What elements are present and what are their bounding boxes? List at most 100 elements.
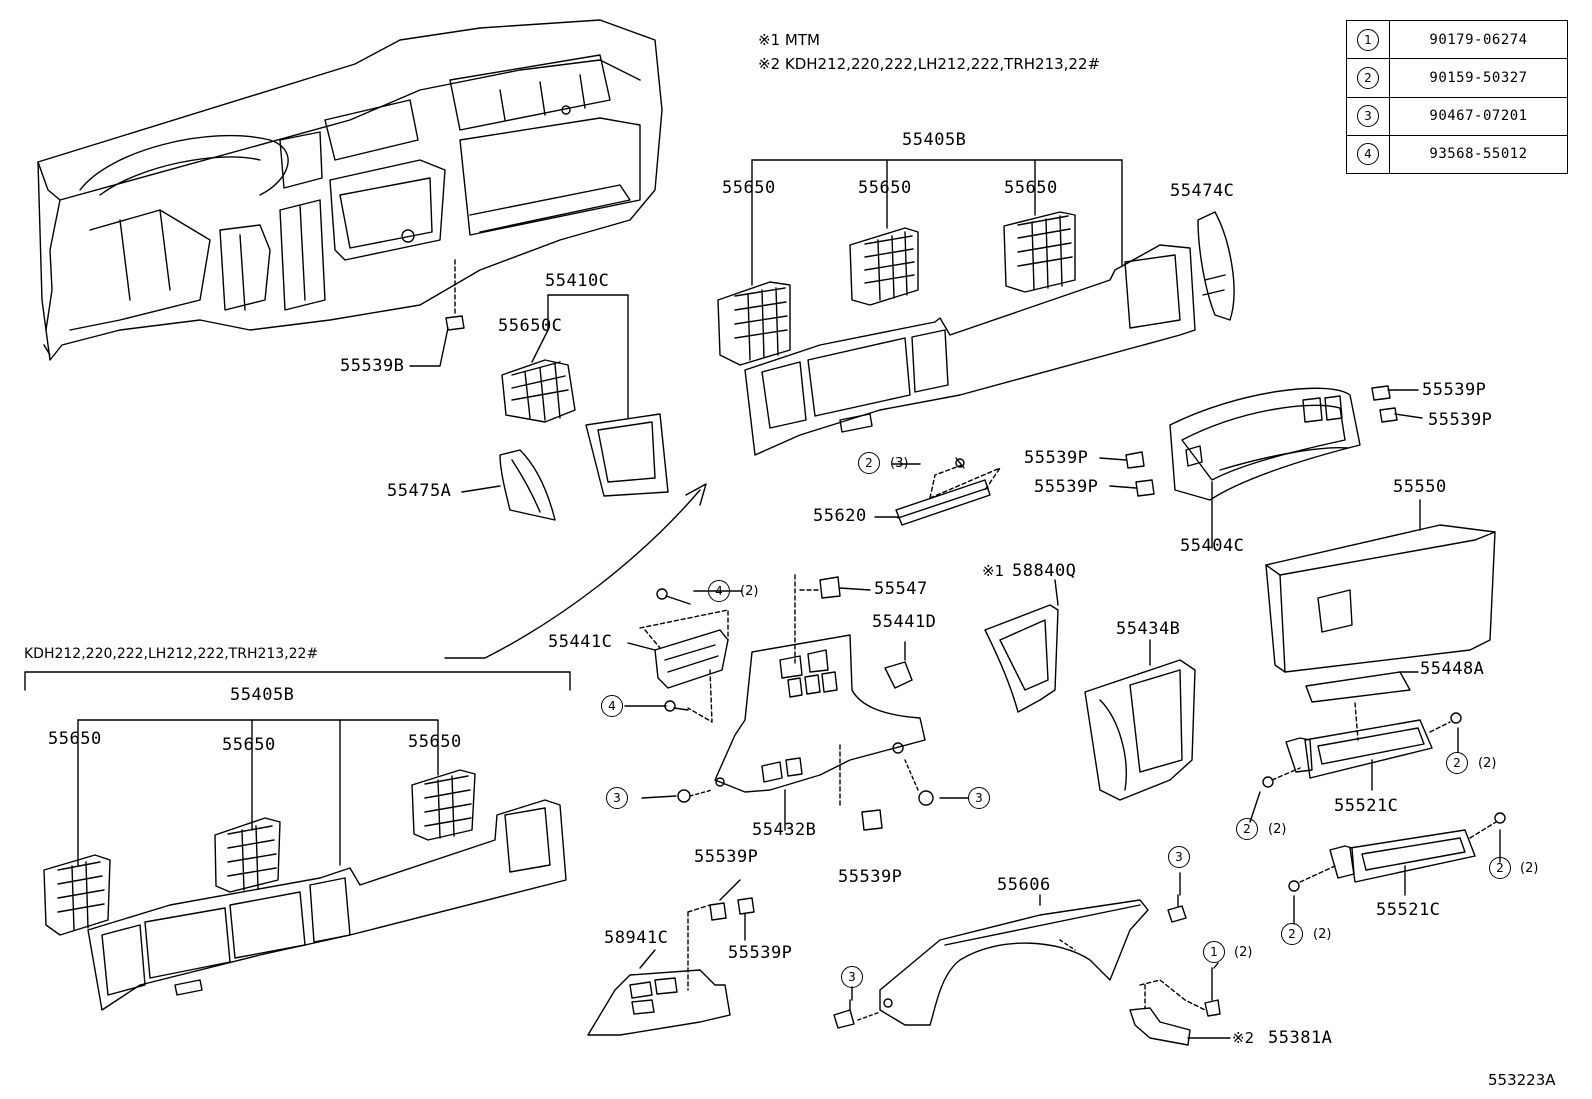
leader-55475A [461,485,501,493]
part-label-55441D[interactable]: 55441D [872,612,937,632]
part-label-55650[interactable]: 55650 [222,735,276,755]
55434B-drawing [1084,639,1196,801]
part-label-55474C[interactable]: 55474C [1170,181,1235,201]
55606-drawing [879,894,1149,1026]
fastener-callout[interactable]: 2 [858,452,880,474]
callout-quantity: (2) [1234,945,1253,960]
part-label-55521C[interactable]: 55521C [1376,900,1441,920]
part-label-55650C[interactable]: 55650C [498,316,563,336]
55547-drawing [794,574,871,666]
part-label-55405B-lower[interactable]: 55405B [230,685,295,705]
part-label-55539P[interactable]: 55539P [728,943,793,963]
part-label-55405B-upper[interactable]: 55405B [902,130,967,150]
legend-row: 2 90159-50327 [1346,58,1568,98]
callout-quantity: (2) [1313,927,1332,942]
part-label-55539P[interactable]: 55539P [1024,448,1089,468]
direction-arrow [444,489,701,659]
part-label-55539P[interactable]: 55539P [1034,477,1099,497]
leader-55539B [409,327,449,367]
part-label-55650[interactable]: 55650 [1004,178,1058,198]
fastener-callout[interactable]: 2 [1236,818,1258,840]
legend-part-number[interactable]: 93568-55012 [1389,134,1568,175]
callout-quantity: (2) [1478,756,1497,771]
note-models: ※2 KDH212,220,222,LH212,222,TRH213,22# [758,55,1101,73]
part-label-55539P[interactable]: 55539P [838,867,903,887]
callout-quantity: (2) [1520,861,1539,876]
fastener-callout[interactable]: 2 [1281,923,1303,945]
55474C-drawing [1197,211,1235,321]
part-label-55410C[interactable]: 55410C [545,271,610,291]
fastener-legend-table: 1 90179-06274 2 90159-50327 3 90467-0720… [1346,19,1568,175]
part-label-55650[interactable]: 55650 [722,178,776,198]
part-label-55539P[interactable]: 55539P [1422,380,1487,400]
legend-row: 3 90467-07201 [1346,96,1568,136]
55448A-drawing [1305,671,1419,703]
direction-arrow-head [685,483,707,506]
55405B-lower-drawing [24,671,571,1011]
part-label-55550[interactable]: 55550 [1393,477,1447,497]
part-label-55448A[interactable]: 55448A [1420,659,1485,679]
part-label-58840Q[interactable]: 58840Q [1012,561,1077,581]
legend-row: 4 93568-55012 [1346,134,1568,175]
callout-quantity: (3) [890,456,909,471]
fastener-callout[interactable]: 1 [1203,941,1225,963]
part-label-55650[interactable]: 55650 [48,729,102,749]
note-mtm: ※1 MTM [758,31,820,49]
fastener-callout[interactable]: 2 [1446,752,1468,774]
legend-mark: 3 [1357,105,1379,128]
55521C-upper-drawing [1262,702,1462,791]
fastener-callout[interactable]: 3 [606,787,628,809]
callout-quantity: (2) [1268,822,1287,837]
part-label-55432B[interactable]: 55432B [752,820,817,840]
figure-code: 553223A [1488,1071,1556,1089]
55404C-drawing [1169,387,1361,541]
part-label-55606[interactable]: 55606 [997,875,1051,895]
screw-55606-drawing [833,894,1187,1029]
part-label-55539B[interactable]: 55539B [340,356,405,376]
fastener-callout[interactable]: 3 [1168,846,1190,868]
55441C-drawing [639,588,729,723]
legend-mark: 1 [1357,28,1379,51]
part-label-55620[interactable]: 55620 [813,506,867,526]
part-label-55539P[interactable]: 55539P [1428,410,1493,430]
55550-drawing [1265,499,1496,673]
legend-part-number[interactable]: 90159-50327 [1389,58,1568,98]
legend-part-number[interactable]: 90467-07201 [1389,96,1568,136]
fastener-callout[interactable]: 4 [601,695,623,717]
legend-part-number[interactable]: 90179-06274 [1389,19,1568,60]
instrument-panel-drawing [37,19,663,361]
part-label-58941C[interactable]: 58941C [604,928,669,948]
55405B-upper-drawing [717,159,1196,456]
part-label-55475A[interactable]: 55475A [387,481,452,501]
callout-quantity: (2) [740,584,759,599]
part-note-mark: ※2 [1232,1029,1255,1047]
58840Q-drawing [984,579,1059,713]
note-lower-models: KDH212,220,222,LH212,222,TRH213,22# [24,646,319,662]
58941C-drawing [587,879,755,1036]
55410C-drawing [499,294,669,521]
legend-mark: 4 [1357,143,1379,166]
fastener-callout[interactable]: 3 [968,787,990,809]
clips-55539P-right [1099,385,1423,497]
55620-drawing [895,457,1001,526]
fastener-callout[interactable]: 2 [1489,857,1511,879]
part-label-55434B[interactable]: 55434B [1116,619,1181,639]
fastener-callout[interactable]: 4 [708,580,730,602]
part-label-55539P[interactable]: 55539P [694,847,759,867]
55441D-drawing [884,641,913,689]
legend-mark: 2 [1357,66,1379,89]
part-label-55381A[interactable]: 55381A [1268,1028,1333,1048]
legend-row: 1 90179-06274 [1346,19,1568,60]
part-label-55650[interactable]: 55650 [858,178,912,198]
part-label-55404C[interactable]: 55404C [1180,536,1245,556]
part-label-55650[interactable]: 55650 [408,732,462,752]
part-label-55441C[interactable]: 55441C [548,632,613,652]
55432B-drawing [714,634,926,831]
55381A-drawing [1129,967,1231,1046]
part-label-55547[interactable]: 55547 [874,579,928,599]
part-label-55521C[interactable]: 55521C [1334,796,1399,816]
fastener-callout[interactable]: 3 [841,966,863,988]
55521C-lower-drawing [1288,812,1506,896]
callout-leaders [624,463,1501,1001]
